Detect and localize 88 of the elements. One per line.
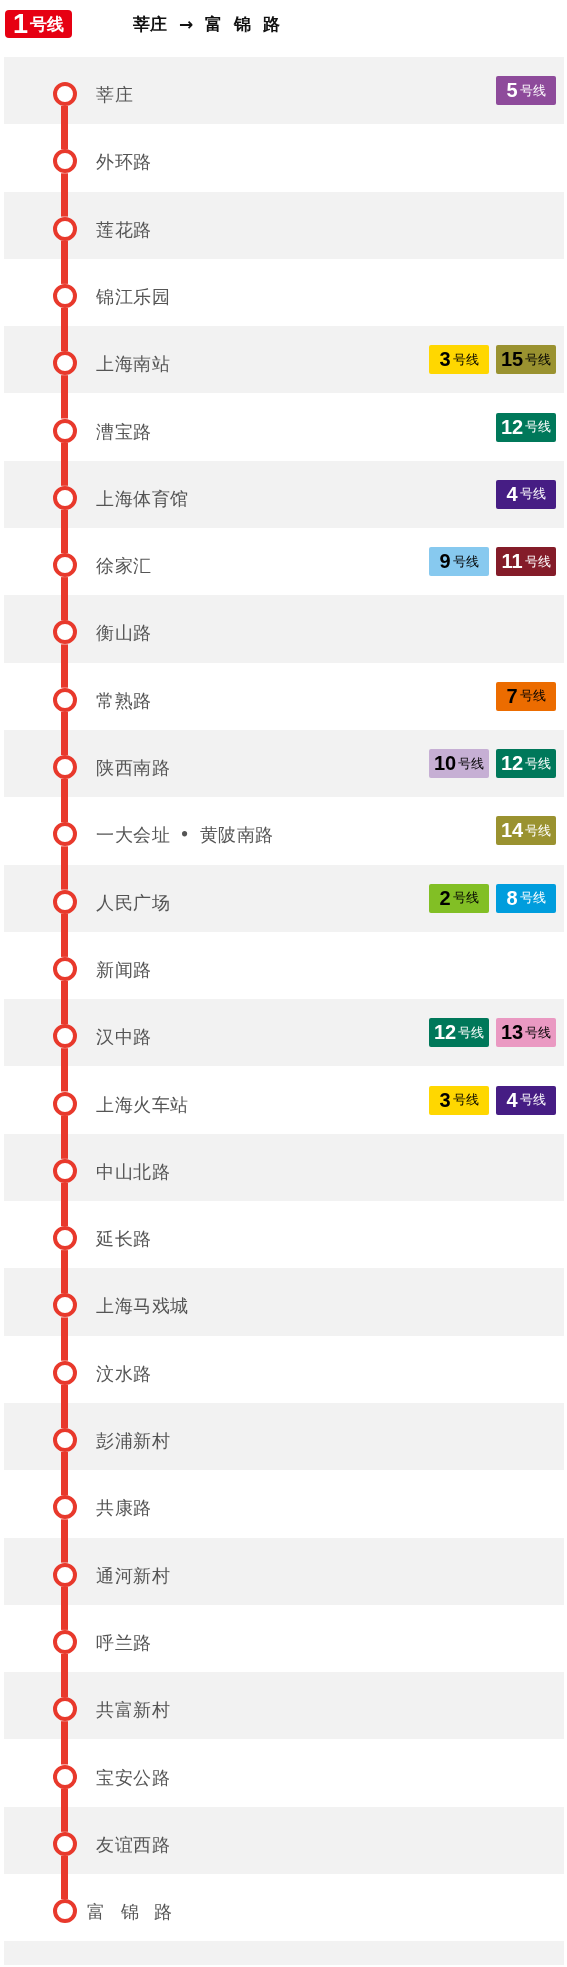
- transfer-line-badge: 2号线: [429, 883, 489, 913]
- station-marker: [52, 1899, 77, 1924]
- track-line: [61, 1519, 68, 1563]
- transfer-line-badge: 5号线: [496, 76, 556, 105]
- station-name: 呼兰路: [96, 1630, 152, 1655]
- transfer-line-badge: 9号线: [429, 547, 489, 577]
- station-name: 通河新村: [96, 1563, 170, 1588]
- track-line: [61, 1452, 68, 1496]
- track-line: [61, 1653, 68, 1698]
- transfer-line-badge: 3号线: [429, 1085, 489, 1115]
- track-line: [61, 173, 68, 217]
- track-line: [61, 1788, 68, 1832]
- track-line: [61, 1586, 68, 1630]
- station-name: 汉中路: [96, 1025, 152, 1050]
- track-line: [61, 779, 68, 823]
- station-name: 富 锦 路: [87, 1900, 173, 1925]
- station-name: 陕西南路: [96, 756, 170, 780]
- track-line: [61, 375, 68, 419]
- transfer-line-badge: 4号线: [496, 1085, 556, 1115]
- station-name: 上海马戏城: [96, 1294, 189, 1319]
- station-marker: [52, 1629, 77, 1654]
- track-line: [61, 1048, 68, 1092]
- track-line: [61, 509, 68, 554]
- track-line: [61, 711, 68, 755]
- track-line: [61, 240, 68, 284]
- transfer-line-badge: 10号线: [429, 749, 489, 778]
- station-name: 徐家汇: [96, 554, 152, 579]
- transfer-line-badge: 12号线: [429, 1018, 489, 1048]
- line-badge: 1号线: [5, 10, 72, 38]
- station-name: 漕宝路: [96, 419, 152, 444]
- station-name: 上海南站: [96, 352, 170, 377]
- station-name: 衡山路: [96, 621, 152, 646]
- station-marker: [52, 687, 77, 712]
- track-line: [61, 1384, 68, 1428]
- transfer-line-badge: 12号线: [496, 749, 556, 778]
- route-title: 莘庄 → 富 锦 路: [133, 13, 280, 36]
- station-marker: [52, 822, 77, 847]
- station-marker: [52, 418, 77, 443]
- transfer-line-badge: 13号线: [496, 1018, 556, 1048]
- track-line: [61, 846, 68, 890]
- track-line: [61, 1115, 68, 1159]
- transfer-line-badge: 15号线: [496, 345, 556, 375]
- station-name: 新闻路: [96, 957, 152, 982]
- station-marker: [52, 553, 77, 578]
- transfer-line-badge: 8号线: [496, 883, 556, 913]
- station-name: 锦江乐园: [96, 284, 170, 309]
- station-name: 宝安公路: [96, 1765, 170, 1790]
- station-name: 人民广场: [96, 890, 170, 915]
- track-line: [61, 577, 68, 621]
- transfer-line-badge: 12号线: [496, 412, 556, 442]
- station-name: 莘庄: [96, 83, 133, 107]
- track-line: [61, 644, 68, 688]
- transfer-line-badge: 11号线: [496, 547, 556, 577]
- station-marker: [52, 149, 77, 174]
- track-line: [61, 980, 68, 1025]
- track-line: [61, 106, 68, 150]
- track-line: [61, 1182, 68, 1227]
- station-marker: [52, 1764, 77, 1789]
- station-name: 上海火车站: [96, 1092, 189, 1117]
- track-line: [61, 1721, 68, 1765]
- station-name: 常熟路: [96, 688, 152, 713]
- station-marker: [52, 956, 77, 981]
- station-name: 一大会址 • 黄陂南路: [96, 823, 274, 848]
- station-name: 外环路: [96, 150, 152, 175]
- station-name: 汶水路: [96, 1361, 152, 1386]
- station-name: 彭浦新村: [96, 1429, 170, 1453]
- transfer-line-badge: 3号线: [429, 345, 489, 375]
- track-line: [61, 442, 68, 486]
- station-marker: [52, 1495, 77, 1520]
- station-name: 上海体育馆: [96, 486, 189, 511]
- track-line: [61, 307, 68, 352]
- station-name: 莲花路: [96, 217, 152, 242]
- track-line: [61, 913, 68, 957]
- station-marker: [52, 1226, 77, 1251]
- track-line: [61, 1855, 68, 1900]
- transfer-line-badge: 7号线: [496, 681, 556, 711]
- transfer-line-badge: 4号线: [496, 479, 556, 509]
- station-name: 共康路: [96, 1496, 152, 1521]
- station-marker: [52, 283, 77, 308]
- track-line: [61, 1250, 68, 1294]
- station-marker: [52, 1360, 77, 1385]
- station-name: 共富新村: [96, 1698, 170, 1723]
- station-marker: [52, 1091, 77, 1116]
- station-name: 中山北路: [96, 1159, 170, 1184]
- track-line: [61, 1317, 68, 1361]
- station-name: 友谊西路: [96, 1832, 170, 1857]
- transfer-line-badge: 14号线: [496, 816, 556, 846]
- station-name: 延长路: [96, 1227, 152, 1252]
